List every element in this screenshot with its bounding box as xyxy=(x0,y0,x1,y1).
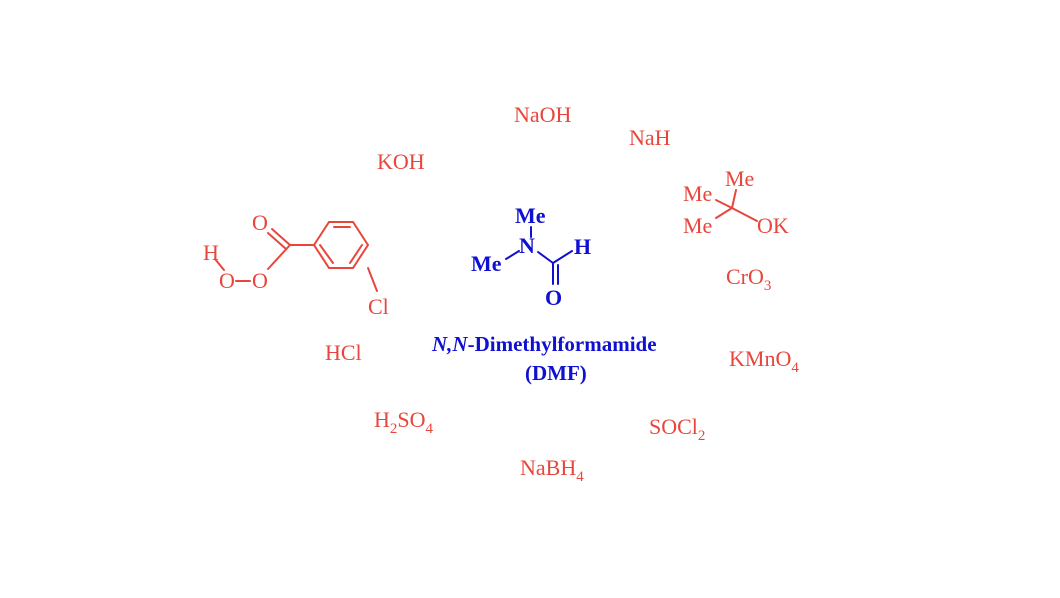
reagent-nabh4: NaBH4 xyxy=(520,455,584,485)
reagent-hcl: HCl xyxy=(325,340,362,365)
h2so4-a: H xyxy=(374,407,390,432)
tbuok-ok: OK xyxy=(757,213,789,238)
reagent-cro3: CrO3 xyxy=(726,264,771,294)
tbuok-me-left: Me xyxy=(683,181,712,206)
reagent-h2so4: H2SO4 xyxy=(374,407,433,437)
dmf-o: O xyxy=(545,285,562,310)
dmf-name-rest: -Dimethylformamide xyxy=(467,332,657,356)
cro3-base: CrO xyxy=(726,264,764,289)
mcpba-h: H xyxy=(203,240,219,265)
kmno4-sub: 4 xyxy=(791,360,799,376)
dmf-me-top: Me xyxy=(515,203,546,228)
kmno4-base: KMnO xyxy=(729,346,792,371)
reagent-koh: KOH xyxy=(377,149,425,174)
h2so4-sub2: 4 xyxy=(425,421,434,437)
nabh4-base: NaBH xyxy=(520,455,577,480)
dmf-n: N xyxy=(519,233,535,258)
tbuok-me-bottom: Me xyxy=(683,213,712,238)
dmf-h: H xyxy=(574,234,591,259)
reagent-kmno4: KMnO4 xyxy=(729,346,799,376)
cro3-sub: 3 xyxy=(763,278,772,294)
socl2-base: SOCl xyxy=(649,414,698,439)
tbuok-me-top: Me xyxy=(725,166,754,191)
reagent-naoh: NaOH xyxy=(514,102,572,127)
socl2-sub: 2 xyxy=(697,428,706,444)
nabh4-sub: 4 xyxy=(576,469,584,485)
reagent-socl2: SOCl2 xyxy=(649,414,705,444)
dmf-name-italic: N,N xyxy=(432,332,468,356)
mcpba-o-1: O xyxy=(219,268,235,293)
mcpba-cl: Cl xyxy=(368,294,389,319)
mcpba-o-top: O xyxy=(252,210,268,235)
mcpba-o-2: O xyxy=(252,268,268,293)
dmf-full-name: N,N-Dimethylformamide xyxy=(432,332,657,357)
dmf-me-left: Me xyxy=(471,251,502,276)
mcpba-ring xyxy=(312,221,370,269)
h2so4-sub1: 2 xyxy=(389,421,398,437)
reagent-nah: NaH xyxy=(629,125,671,150)
dmf-abbreviation: (DMF) xyxy=(525,361,587,385)
h2so4-b: SO xyxy=(397,407,426,432)
